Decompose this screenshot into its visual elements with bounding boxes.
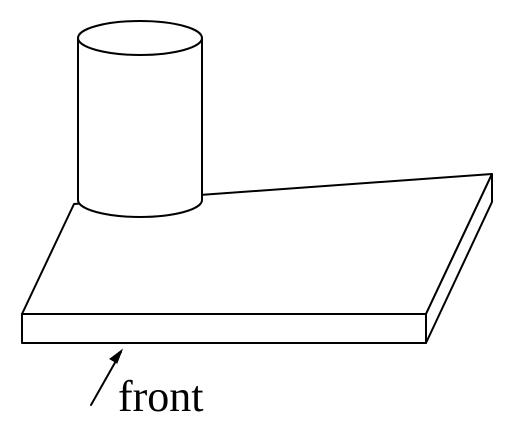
front-label: front <box>118 372 204 421</box>
plate-front-face <box>21 313 427 344</box>
plate-right-face <box>425 173 493 344</box>
cylinder-top <box>77 20 203 56</box>
front-arrow-head <box>109 348 124 364</box>
cylinder-body <box>77 37 203 218</box>
front-arrow <box>90 348 124 406</box>
